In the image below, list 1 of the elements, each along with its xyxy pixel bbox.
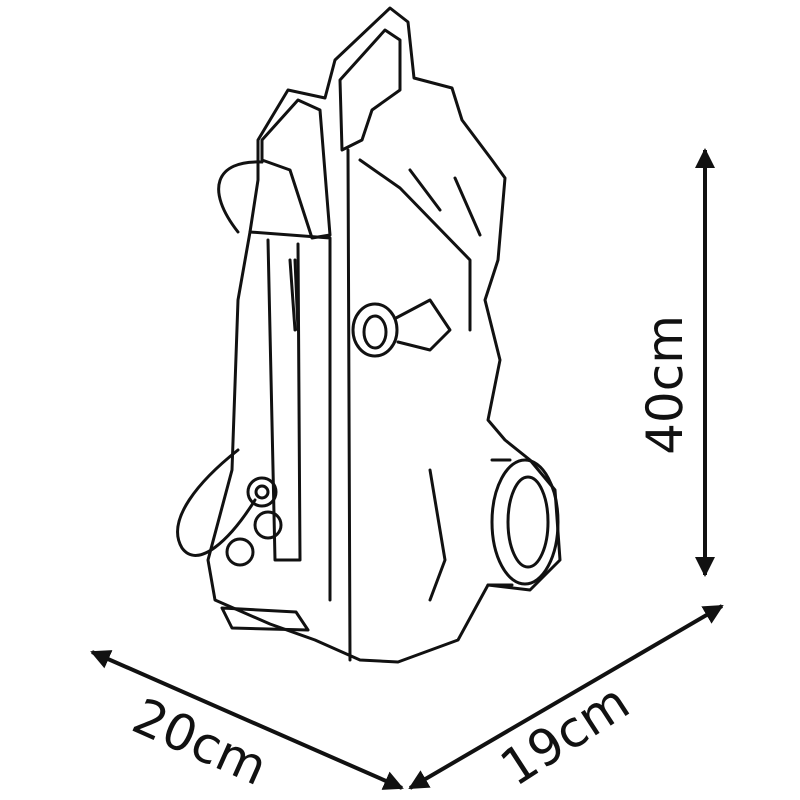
dimension-label: 40cm (640, 315, 690, 455)
